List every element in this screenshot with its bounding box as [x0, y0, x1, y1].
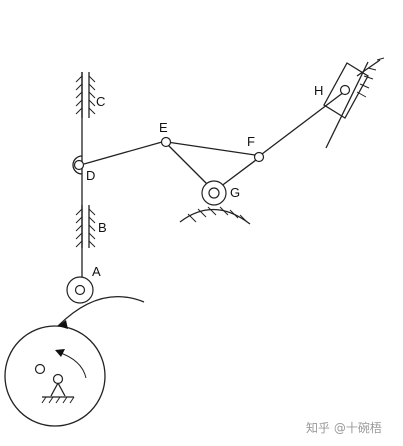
guide-c — [75, 72, 96, 118]
link-fh — [261, 91, 345, 155]
label-h: H — [314, 83, 323, 98]
joint-f — [253, 151, 265, 163]
label-b: B — [98, 220, 107, 235]
joint-d — [72, 155, 85, 175]
label-e: E — [159, 120, 168, 135]
link-eg — [167, 144, 213, 190]
cam — [4, 295, 145, 427]
label-g: G — [230, 185, 240, 200]
guide-b — [75, 205, 96, 248]
pivot-g — [179, 180, 251, 225]
label-d: D — [86, 168, 95, 183]
link-ef — [166, 141, 256, 156]
rotation-arrow-icon — [57, 351, 87, 379]
roller-a — [66, 276, 94, 304]
slider-h — [323, 57, 385, 149]
watermark-text: 知乎 @十碗梧 — [306, 420, 382, 435]
cam-contact-point — [58, 320, 68, 329]
label-a: A — [92, 264, 101, 279]
joint-e — [160, 136, 172, 148]
label-f: F — [247, 134, 255, 149]
label-c: C — [96, 94, 105, 109]
link-de — [83, 141, 163, 165]
